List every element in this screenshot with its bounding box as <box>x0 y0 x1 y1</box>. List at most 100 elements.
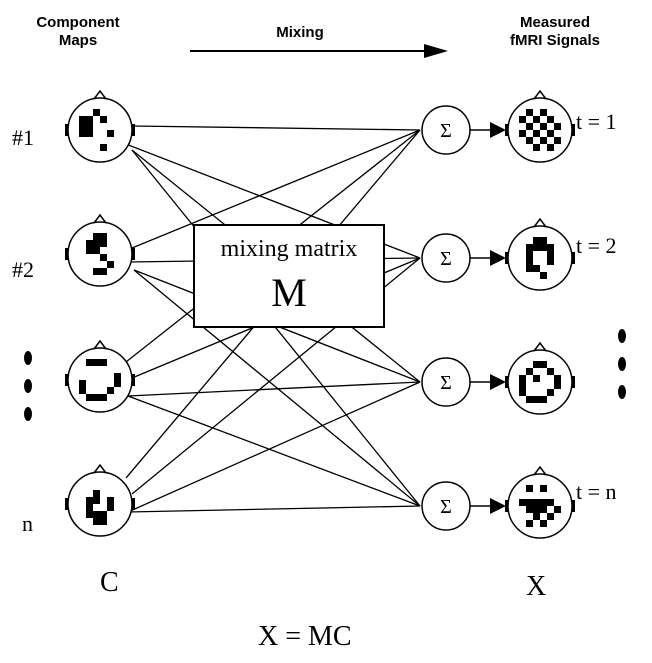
measured-map-2-ear-right <box>572 252 575 264</box>
measured-map-2-voxel <box>547 258 554 265</box>
component-map-2 <box>65 213 135 287</box>
measured-map-2-voxel <box>526 244 533 251</box>
measured-map-4 <box>505 465 575 539</box>
component-map-1-outline <box>67 97 133 163</box>
measured-map-4-ear-left <box>505 500 508 512</box>
measured-map-4-voxel <box>540 506 547 513</box>
component-map-2-voxel <box>86 247 93 254</box>
component-map-2-voxel <box>93 233 100 240</box>
measured-map-2-voxel <box>526 265 533 272</box>
measured-map-1-voxel <box>547 116 554 123</box>
measured-map-2-voxel <box>540 244 547 251</box>
measured-map-3 <box>505 341 575 415</box>
measured-map-2-voxel <box>526 251 533 258</box>
header-component-maps: Component Maps <box>28 14 128 50</box>
component-map-2-nose <box>93 213 107 224</box>
output-arrows <box>470 122 506 514</box>
output-arrow-head <box>490 250 506 266</box>
header-component-maps-line2: Maps <box>58 32 98 49</box>
measured-map-1-voxel <box>519 116 526 123</box>
component-map-3-voxel <box>79 380 86 387</box>
measured-map-4-voxel <box>526 499 533 506</box>
measured-map-4-voxel <box>526 506 533 513</box>
measured-map-2-voxel <box>526 258 533 265</box>
component-map-1-ear-left <box>65 124 68 136</box>
mixing-arrow <box>190 44 448 58</box>
component-map-3-voxel <box>114 380 121 387</box>
measured-map-1-ear-right <box>572 124 575 136</box>
component-map-4-voxel <box>93 497 100 504</box>
connection-line <box>131 125 421 131</box>
component-map-2-voxel <box>107 261 114 268</box>
component-map-3-nose <box>93 339 107 350</box>
measured-map-1-voxel <box>526 137 533 144</box>
component-map-4-voxel <box>107 497 114 504</box>
measured-map-1-voxel <box>519 130 526 137</box>
measured-map-4-voxel <box>526 520 533 527</box>
measured-map-4-voxel <box>533 499 540 506</box>
component-map-4-nose <box>93 463 107 474</box>
component-map-1 <box>65 89 135 163</box>
component-map-4-voxel <box>86 497 93 504</box>
header-mixing: Mixing <box>276 24 324 41</box>
measured-map-3-voxel <box>547 368 554 375</box>
measured-map-3-voxel <box>519 382 526 389</box>
left-ellipsis <box>24 351 32 421</box>
measured-map-1-voxel <box>554 123 561 130</box>
component-map-1-voxel <box>107 130 114 137</box>
equation: X = MC <box>258 621 352 652</box>
measured-map-1-voxel <box>526 123 533 130</box>
component-map-4-voxel <box>93 518 100 525</box>
measured-map-4-voxel <box>519 499 526 506</box>
component-map-3-outline <box>67 347 133 413</box>
header-measured: Measured fMRI Signals <box>480 14 630 50</box>
measured-map-2 <box>505 217 575 291</box>
component-map-1-voxel <box>86 130 93 137</box>
measured-map-3-voxel <box>554 375 561 382</box>
measured-map-1-voxel <box>540 123 547 130</box>
component-map-2-ear-left <box>65 248 68 260</box>
connection-line <box>127 505 421 513</box>
component-map-4 <box>65 463 135 537</box>
measured-map-2-outline <box>507 225 573 291</box>
sigma-node-1: Σ <box>421 105 471 155</box>
component-map-3-ear-left <box>65 374 68 386</box>
sigma-node-3: Σ <box>421 357 471 407</box>
measured-map-3-voxel <box>540 361 547 368</box>
component-map-4-ear-right <box>132 498 135 510</box>
measured-map-4-voxel <box>554 506 561 513</box>
measured-map-4-voxel <box>540 485 547 492</box>
measured-map-1-voxel <box>526 109 533 116</box>
component-map-2-voxel <box>100 240 107 247</box>
mixing-matrix-title: mixing matrix <box>220 236 358 262</box>
component-map-1-voxel <box>86 116 93 123</box>
measured-map-1-voxel <box>547 144 554 151</box>
header-measured-line2: fMRI Signals <box>509 32 600 49</box>
measured-map-3-voxel <box>519 375 526 382</box>
measured-map-4-ear-right <box>572 500 575 512</box>
component-map-4-voxel <box>100 511 107 518</box>
left-label-n: n <box>22 511 33 536</box>
component-map-1-voxel <box>86 123 93 130</box>
component-map-2-voxel <box>93 268 100 275</box>
measured-map-2-voxel <box>547 244 554 251</box>
right-ellipsis <box>618 329 626 399</box>
measured-map-2-voxel <box>533 244 540 251</box>
mixing-matrix-box: mixing matrix M <box>193 224 385 328</box>
component-map-2-voxel <box>100 233 107 240</box>
connection-line <box>131 129 421 249</box>
output-arrow-head <box>490 374 506 390</box>
component-map-4-voxel <box>107 504 114 511</box>
measured-map-4-nose <box>533 465 547 476</box>
component-map-1-voxel <box>79 116 86 123</box>
measured-map-4-voxel <box>547 513 554 520</box>
measured-map-1-voxel <box>540 137 547 144</box>
component-map-3-voxel <box>100 394 107 401</box>
measured-map-4-voxel <box>526 485 533 492</box>
component-map-4-voxel <box>93 490 100 497</box>
measured-map-1 <box>505 89 575 163</box>
right-label-1: t = 1 <box>576 109 617 134</box>
measured-map-3-voxel <box>540 396 547 403</box>
